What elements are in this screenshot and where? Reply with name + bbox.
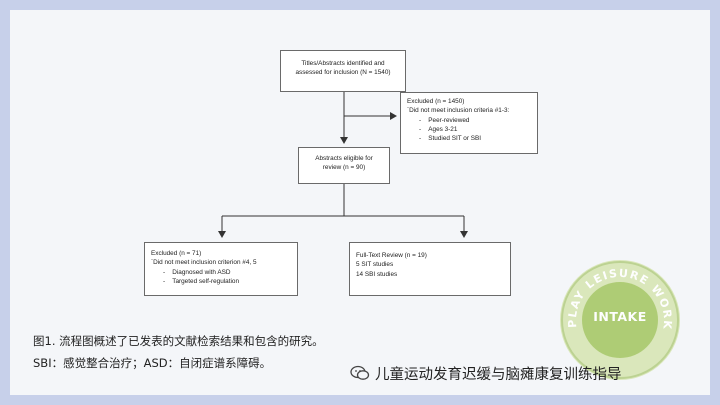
fulltext-box: Full-Text Review (n = 19) 5 SIT studies … — [349, 242, 511, 296]
excluded-bottom-head: Excluded (n = 71) — [151, 250, 202, 257]
logo-brain-circle — [582, 282, 658, 358]
eligible-line-1: Abstracts eligible for — [315, 155, 373, 162]
logo-text: INTAKE — [593, 309, 647, 324]
caption-line-2: SBI：感觉整合治疗；ASD：自闭症谱系障碍。 — [33, 356, 272, 370]
fulltext-sit: 5 SIT studies — [356, 261, 394, 269]
excluded-top-item: - Peer-reviewed — [419, 116, 470, 124]
intake-logo: PLAY LEISURE WORK INTAKE — [560, 260, 680, 380]
excluded-top-box: Excluded (n = 1450) `Did not meet inclus… — [400, 92, 538, 154]
excluded-top-item: - Studied SIT or SBI — [419, 135, 482, 143]
identified-line-2: assessed for inclusion (N = 1540) — [295, 69, 391, 77]
identified-box: Titles/Abstracts identified and assessed… — [280, 50, 406, 92]
identified-line-1: Titles/Abstracts identified and — [301, 60, 385, 67]
excluded-top-head: Excluded (n = 1450) — [407, 98, 465, 105]
excluded-top-item: - Ages 3-21 — [419, 125, 458, 133]
fulltext-sbi: 14 SBI studies — [356, 270, 398, 278]
watermark: 儿童运动发育迟缓与脑瘫康复训练指导 — [350, 360, 622, 386]
excluded-bottom-item: - Targeted self-regulation — [163, 277, 240, 285]
wechat-icon — [350, 365, 370, 381]
eligible-box: Abstracts eligible for review (n = 90) — [298, 147, 390, 184]
excluded-top-reason: `Did not meet inclusion criteria #1-3: — [407, 107, 510, 115]
excluded-bottom-reason: `Did not meet inclusion criterion #4, 5 — [151, 259, 257, 267]
eligible-line-2: review (n = 90) — [322, 164, 366, 172]
excluded-bottom-box: Excluded (n = 71) `Did not meet inclusio… — [144, 242, 298, 296]
excluded-bottom-item: - Diagnosed with ASD — [163, 268, 231, 276]
watermark-text: 儿童运动发育迟缓与脑瘫康复训练指导 — [375, 366, 622, 383]
fulltext-head: Full-Text Review (n = 19) — [356, 252, 427, 259]
caption-line-1: 图1. 流程图概述了已发表的文献检索结果和包含的研究。 — [33, 334, 324, 348]
